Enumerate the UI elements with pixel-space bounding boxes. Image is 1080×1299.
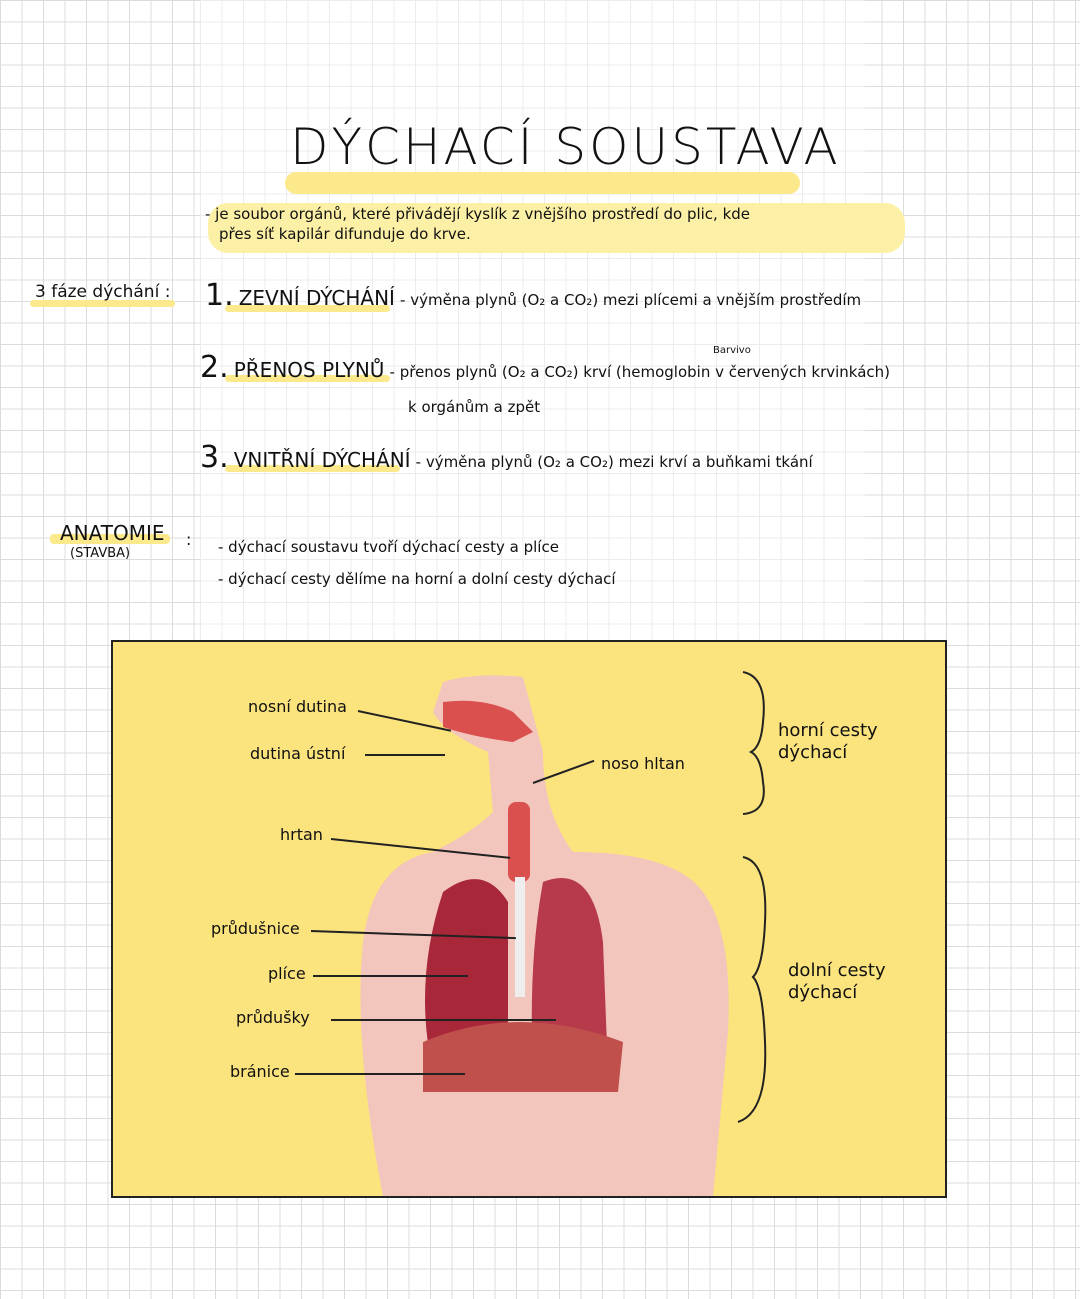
label-prudusnice: průdušnice	[211, 919, 300, 938]
title-highlight	[285, 172, 800, 194]
label-dutina-ustni: dutina ústní	[250, 744, 346, 763]
phases-label: 3 fáze dýchání :	[35, 282, 171, 302]
label-nosni-dutina: nosní dutina	[248, 697, 347, 716]
brace-icon	[737, 671, 767, 1123]
leader-line	[365, 754, 445, 756]
phase-desc: - přenos plynů (O₂ a CO₂) krví (hemoglob…	[389, 363, 891, 381]
anatomy-sublabel: (STAVBA)	[70, 546, 131, 561]
phase-1: 1. ZEVNÍ DÝCHÁNÍ - výměna plynů (O₂ a CO…	[205, 278, 861, 313]
leader-line	[313, 975, 468, 977]
phase-name: VNITŘNÍ DÝCHÁNÍ	[233, 448, 411, 472]
label-hrtan: hrtan	[280, 825, 323, 844]
leader-line	[331, 1019, 556, 1021]
label-noso-hltan: noso hltan	[601, 754, 685, 773]
phase-name: ZEVNÍ DÝCHÁNÍ	[238, 286, 395, 310]
label-plice: plíce	[268, 964, 306, 983]
definition: - je soubor orgánů, které přivádějí kysl…	[205, 204, 750, 244]
phase-number: 3.	[200, 440, 229, 475]
phase-highlight	[225, 305, 390, 312]
definition-highlight	[208, 203, 905, 253]
label-lower-airways: dolní cesty dýchací	[788, 960, 886, 1003]
anatomy-colon: :	[186, 530, 192, 549]
phase-highlight	[225, 465, 400, 472]
barvivo-note: Barvivo	[713, 345, 751, 356]
leader-line	[295, 1073, 465, 1075]
anatomy-label: ANATOMIE	[60, 521, 165, 545]
definition-line: přes síť kapilár difunduje do krve.	[219, 225, 471, 243]
label-branice: bránice	[230, 1062, 290, 1081]
phase-desc: - výměna plynů (O₂ a CO₂) mezi plícemi a…	[400, 291, 862, 309]
anatomy-line: - dýchací cesty dělíme na horní a dolní …	[218, 570, 616, 588]
phase-2: 2. PŘENOS PLYNŮ - přenos plynů (O₂ a CO₂…	[200, 350, 890, 385]
anatomy-line: - dýchací soustavu tvoří dýchací cesty a…	[218, 538, 559, 556]
phase-desc: - výměna plynů (O₂ a CO₂) mezi krví a bu…	[415, 453, 813, 471]
anatomy-highlight	[50, 534, 170, 544]
phase-number: 1.	[205, 278, 234, 313]
label-prudusky: průdušky	[236, 1008, 310, 1027]
phase-name: PŘENOS PLYNŮ	[233, 358, 385, 382]
respiratory-diagram: nosní dutina dutina ústní noso hltan hrt…	[111, 640, 947, 1198]
phase-number: 2.	[200, 350, 229, 385]
label-highlight	[30, 300, 175, 307]
phase-highlight	[225, 375, 390, 382]
page-title: DÝCHACÍ SOUSTAVA	[290, 118, 841, 176]
definition-line: - je soubor orgánů, které přivádějí kysl…	[205, 205, 751, 223]
phase-3: 3. VNITŘNÍ DÝCHÁNÍ - výměna plynů (O₂ a …	[200, 440, 813, 475]
label-upper-airways: horní cesty dýchací	[778, 720, 878, 763]
phase-desc-cont: k orgánům a zpět	[408, 398, 541, 416]
